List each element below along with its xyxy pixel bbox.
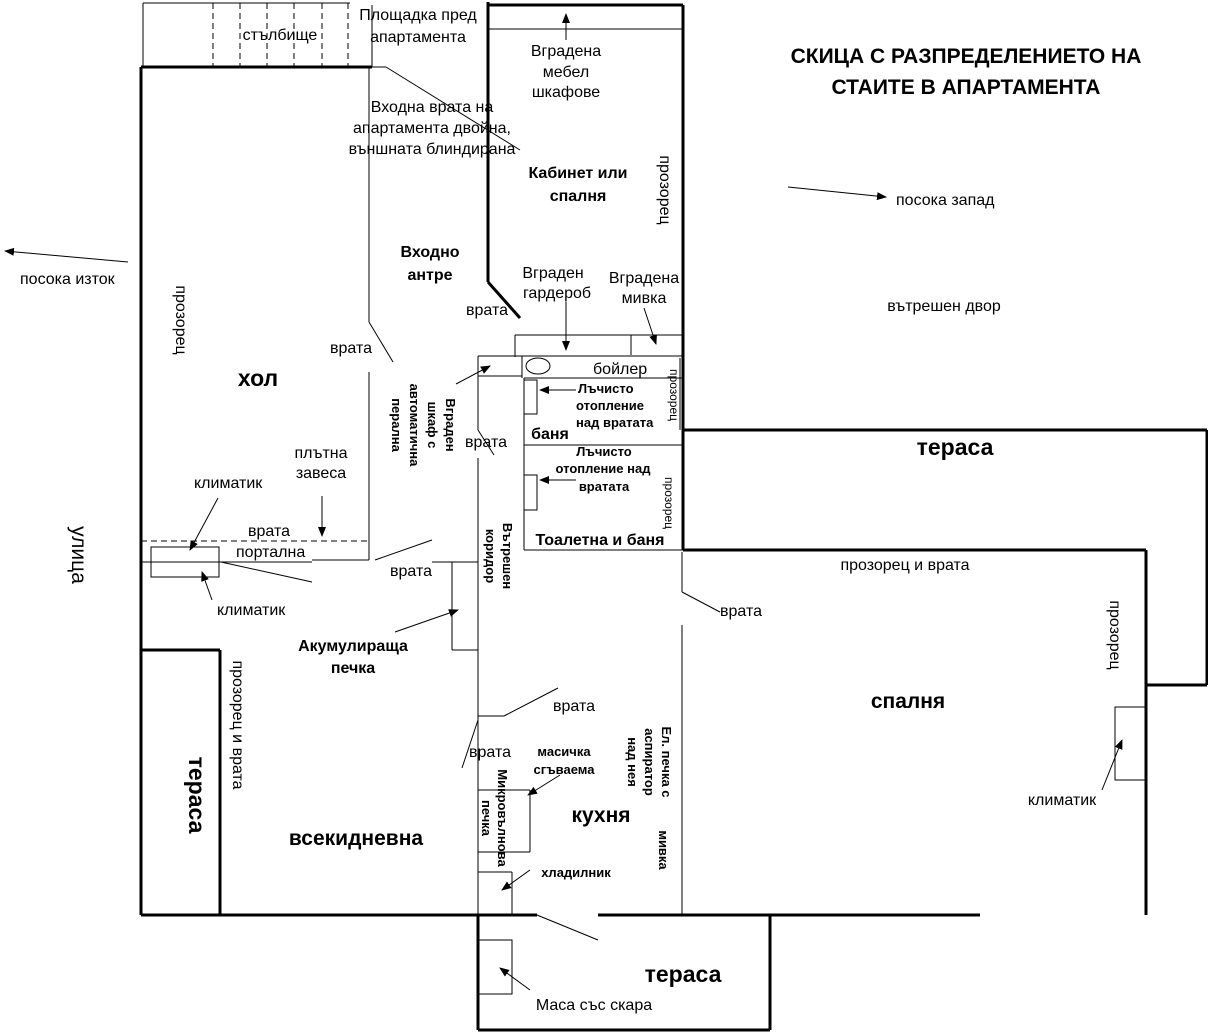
curtain-label-1: плътна [294, 445, 347, 462]
sink-builtin-label-2: мивка [622, 290, 667, 307]
top-wardrobe-label-2: мебел [543, 64, 589, 81]
table-label-1: масичка [537, 744, 591, 759]
hall-door-label: врата [466, 302, 508, 319]
radiant-heater-1-label-2: отопление [576, 398, 644, 413]
washer-label-4: перална [389, 398, 404, 452]
bath-door-label: врата [465, 434, 507, 451]
bedroom-label: спалня [871, 690, 945, 713]
bedroom-door-label: врата [720, 603, 762, 620]
portal-door-label-1: врата [248, 523, 290, 540]
street-label: улица [67, 526, 90, 584]
bbq-table-label: Маса със скара [536, 997, 652, 1014]
radiant-heater-1-label-3: над вратата [576, 415, 654, 430]
west-terrace-window-door-label: прозорец и врата [229, 660, 246, 789]
boiler-label: бойлер [593, 361, 647, 378]
west-terrace-label: тераса [184, 757, 210, 834]
ac-label-right: климатик [1028, 792, 1097, 809]
top-wardrobe-label-3: шкафове [532, 84, 600, 101]
corridor-label-1: Вътрешен [500, 523, 515, 589]
east-window-label: прозорец [172, 285, 189, 354]
study-label-2: спалня [550, 188, 607, 205]
top-wardrobe-label-1: Вградена [531, 43, 601, 60]
bedroom-window-door-label: прозорец и врата [840, 557, 969, 574]
bath-window-label: прозорец [667, 369, 681, 421]
closet-label-1: Вграден [522, 265, 583, 282]
plan-title-line2: СТАИТЕ В АПАРТАМЕНТА [832, 76, 1101, 99]
corridor-label-2: коридор [483, 529, 498, 583]
labels: СКИЦА С РАЗПРЕДЕЛЕНИЕТО НА СТАИТЕ В АПАР… [20, 7, 1141, 1014]
stove-label-2: аспиратор [642, 728, 657, 796]
hall-label-1: Входно [401, 244, 460, 261]
courtyard-label: вътрешен двор [887, 298, 1001, 315]
stove-label-1: Ел. печка с [659, 726, 674, 797]
radiant-heater-2-label-1: Лъчисто [576, 444, 632, 459]
radiant-heater-symbols [523, 379, 538, 511]
entry-door-label-1: Входна врата на [371, 99, 494, 116]
boiler-symbol [525, 357, 551, 375]
bedroom-window-label: прозорец [1106, 600, 1123, 669]
living-door-label: врата [330, 340, 372, 357]
arrows [4, 13, 1123, 991]
kitchen-door-label-2: врата [469, 744, 511, 761]
radiant-heater-1-label-1: Лъчисто [578, 381, 634, 396]
closet-label-2: гардероб [523, 285, 591, 302]
plan-title-line1: СКИЦА С РАЗПРЕДЕЛЕНИЕТО НА [791, 45, 1142, 68]
table-label-2: сгъваема [534, 762, 596, 777]
entry-door-label-3: външната блиндирана [349, 141, 516, 158]
microwave-label-2: печка [479, 800, 494, 837]
toilet-window-label: прозорец [662, 477, 676, 529]
kitchen-label: кухня [571, 804, 630, 827]
ac-label-left-bottom: климатик [217, 602, 286, 619]
entry-door-label-2: апартамента двойна, [353, 120, 511, 137]
curtain-label-2: завеса [296, 465, 346, 482]
landing-label-2: апартамента [370, 29, 466, 46]
stair-steps [212, 3, 349, 67]
landing-label-1: Площадка пред [359, 7, 477, 24]
sink-builtin-label-1: Вградена [609, 270, 679, 287]
toilet-bath-label: Тоалетна и баня [536, 532, 665, 549]
interior-walls [141, 2, 1147, 995]
washer-label-1: Вграден [443, 398, 458, 451]
outer-walls [139, 2, 1208, 1032]
direction-east-label: посока изток [20, 271, 116, 288]
microwave-label-1: Микровълнова [495, 769, 510, 867]
hall-label-2: антре [407, 267, 452, 284]
study-label-1: Кабинет или [528, 165, 627, 182]
washer-label-3: автоматична [407, 384, 422, 467]
bottom-terrace-label: тераса [645, 961, 722, 987]
storage-heater-label-1: Акумулираща [298, 638, 408, 655]
portal-door-label-2: портална [236, 544, 305, 561]
kitchen-door-label-1: врата [553, 698, 595, 715]
study-window-label: прозорец [656, 155, 673, 224]
living-room-label: хол [238, 365, 278, 391]
fridge-label: хладилник [541, 865, 611, 880]
ac-label-left-top: климатик [194, 475, 263, 492]
stove-label-3: над нея [625, 737, 640, 787]
direction-west-label: посока запад [896, 192, 995, 209]
daily-room-label: всекидневна [289, 827, 423, 850]
corridor-door-label: врата [390, 563, 432, 580]
radiant-heater-2-label-2: отопление над [556, 461, 652, 476]
stairs-label: стълбище [243, 27, 318, 44]
terrace-top-label: тераса [917, 434, 994, 460]
bath-label: баня [531, 426, 569, 443]
sink-label: мивка [656, 830, 671, 870]
washer-label-2: шкаф с [425, 402, 440, 449]
radiant-heater-2-label-3: вратата [579, 479, 630, 494]
storage-heater-label-2: печка [331, 660, 375, 677]
